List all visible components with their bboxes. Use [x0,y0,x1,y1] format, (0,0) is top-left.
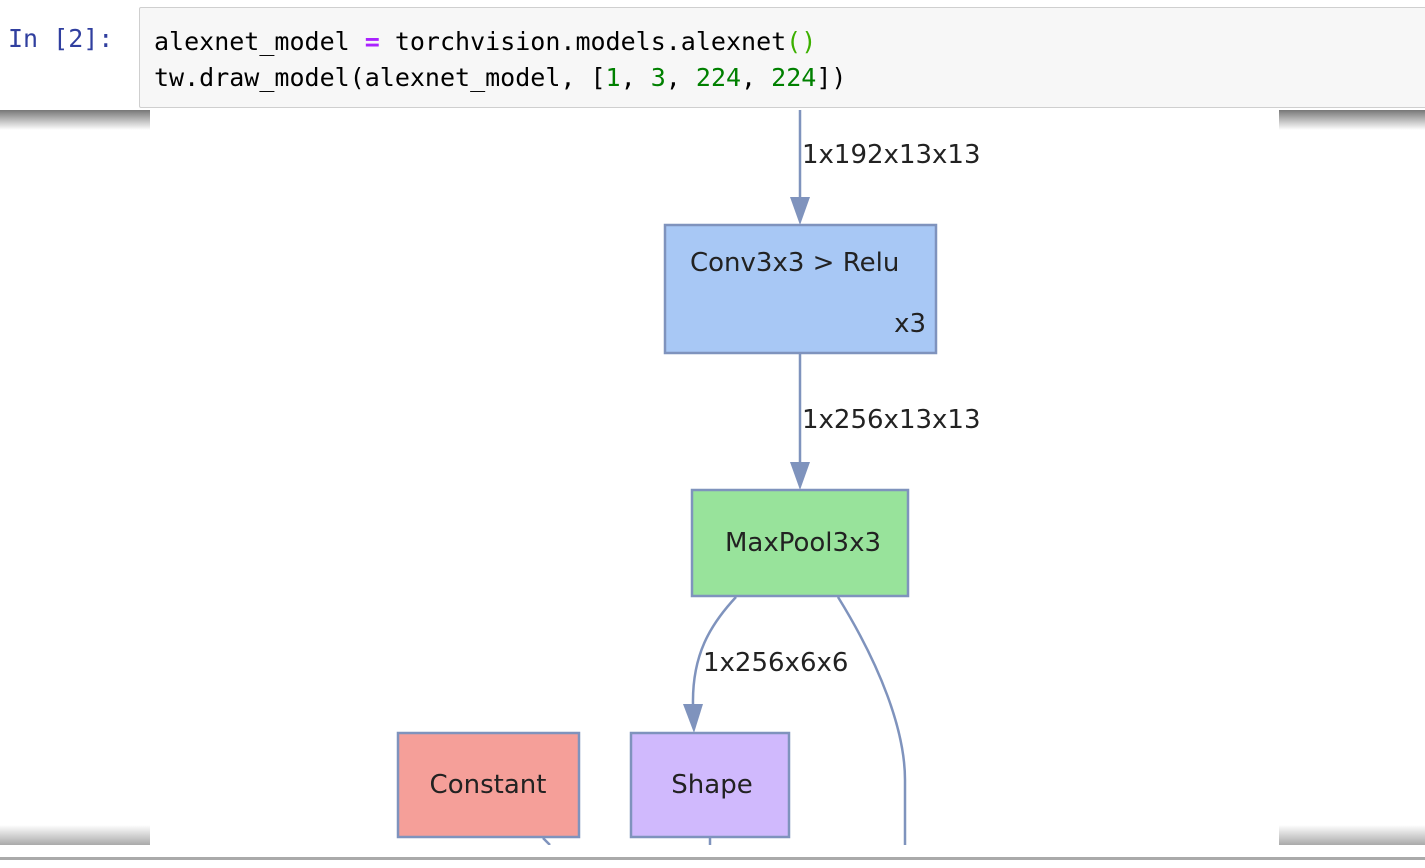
node-conv-relu[interactable]: Conv3x3 > Relu x3 [663,223,938,355]
code-editor[interactable]: alexnet_model = torchvision.models.alexn… [154,24,846,96]
node-constant[interactable]: Constant [396,731,581,839]
code-sep: , [741,63,772,92]
code-sep: , [620,63,651,92]
code-number: 224 [695,63,742,92]
node-repeat-count: x3 [894,309,926,339]
output-scroll-shadow [0,110,150,130]
code-number: 3 [650,63,666,92]
divider [0,857,1425,860]
graph-edge [542,837,551,845]
edge-label: 1x256x6x6 [703,648,848,678]
node-shape[interactable]: Shape [629,731,791,839]
node-maxpool[interactable]: MaxPool3x3 [690,488,910,598]
code-text: torchvision.models.alexnet [379,27,787,56]
node-label: Shape [671,770,752,800]
graph-edge [836,596,907,845]
code-sep: , [665,63,696,92]
code-text: ]) [816,63,847,92]
model-graph: 1x192x13x13 1x256x13x13 1x256x6x6 Conv3x… [396,110,981,845]
edge-arrowhead [790,462,810,490]
input-prompt: In [2]: [8,24,114,53]
code-number: 224 [771,63,817,92]
code-text: alexnet_model [154,27,365,56]
edge-arrowhead [683,704,703,733]
edge-arrowhead [790,197,810,225]
output-scroll-shadow [1279,825,1425,845]
node-label: MaxPool3x3 [725,528,881,558]
node-label: Constant [430,770,547,800]
code-number: 1 [605,63,621,92]
code-paren: () [786,27,817,56]
edge-label: 1x256x13x13 [802,405,981,435]
node-label: Conv3x3 > Relu [690,248,899,278]
output-scroll-shadow [1279,110,1425,130]
code-text: tw.draw_model(alexnet_model, [ [154,63,606,92]
code-cell[interactable]: alexnet_model = torchvision.models.alexn… [139,7,1425,108]
code-operator: = [364,27,380,56]
graph-edge [691,596,737,706]
output-scroll-shadow [0,825,150,845]
edge-label: 1x192x13x13 [802,140,981,170]
